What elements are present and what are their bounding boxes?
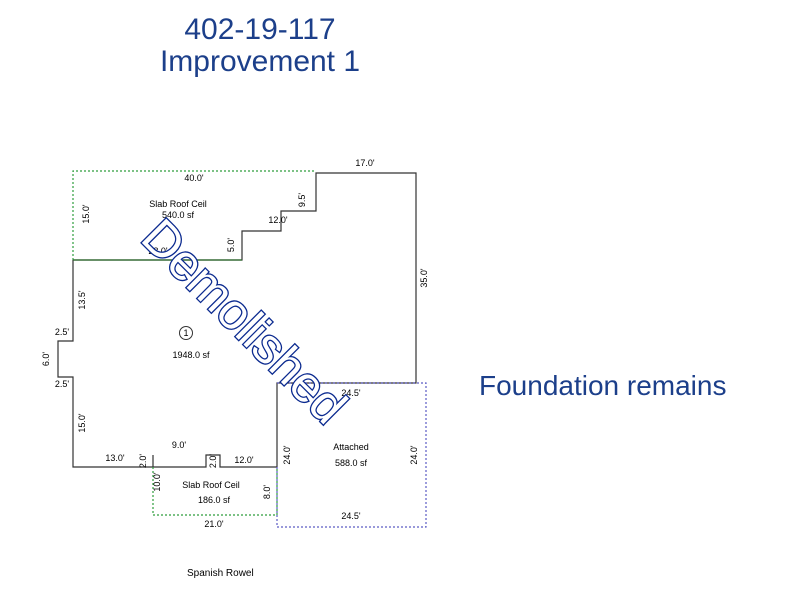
dim-notch-2-5-a: 2.5' <box>55 327 70 337</box>
foundation-note: Foundation remains <box>479 370 727 401</box>
dim-right-35: 35.0' <box>419 268 429 288</box>
attached-area: 588.0 sf <box>335 458 368 468</box>
slab-bottom-name: Slab Roof Ceil <box>182 480 240 490</box>
dim-bottom-9: 9.0' <box>172 440 187 450</box>
dim-left-15-top: 15.0' <box>81 204 91 224</box>
dim-left-15-bottom: 15.0' <box>77 413 87 433</box>
dim-att-right-24: 24.0' <box>409 445 419 465</box>
dim-bottom-12: 12.0' <box>234 455 254 465</box>
dim-att-left-24: 24.0' <box>282 445 292 465</box>
dim-att-bottom-24-5: 24.5' <box>341 511 361 521</box>
dim-step-5: 5.0' <box>226 238 236 253</box>
dim-top-17: 17.0' <box>355 158 375 168</box>
slab-top-name: Slab Roof Ceil <box>149 199 207 209</box>
attached-outline <box>276 382 427 528</box>
dim-att-top-24-5: 24.5' <box>341 388 361 398</box>
dim-bottom-2-a: 2.0' <box>138 454 148 469</box>
main-outline <box>57 172 417 468</box>
dim-step-9-5: 9.5' <box>297 193 307 208</box>
main-area: 1948.0 sf <box>172 350 210 360</box>
slab-bottom-outline <box>152 467 278 516</box>
improvement-label: Improvement 1 <box>159 45 361 78</box>
dim-28: 28.0' <box>148 246 168 256</box>
page-title: 402-19-117 Improvement 1 <box>150 14 370 78</box>
dim-slab-8: 8.0' <box>262 485 272 500</box>
dim-top-40: 40.0' <box>184 173 204 183</box>
dim-left-13-5: 13.5' <box>77 290 87 310</box>
dim-step-12-top: 12.0' <box>268 215 288 225</box>
improvement-marker-circle <box>179 326 193 340</box>
slab-top-outline <box>72 170 316 260</box>
attached-name: Attached <box>333 442 369 452</box>
slab-top-area: 540.0 sf <box>162 210 195 220</box>
dim-bottom-2-b: 2.0' <box>208 454 218 469</box>
dim-notch-6: 6.0' <box>41 352 51 367</box>
dim-slab-10: 10.0' <box>152 472 162 492</box>
dim-notch-2-5-b: 2.5' <box>55 379 70 389</box>
demolished-stamp: Demolished <box>131 208 357 434</box>
dim-bottom-13: 13.0' <box>105 453 125 463</box>
sketch-subtitle: Spanish Rowel <box>187 568 254 579</box>
improvement-marker: 1 <box>183 328 188 338</box>
slab-bottom-area: 186.0 sf <box>198 495 231 505</box>
parcel-id: 402-19-117 <box>184 13 336 46</box>
dim-slab-21: 21.0' <box>204 519 224 529</box>
